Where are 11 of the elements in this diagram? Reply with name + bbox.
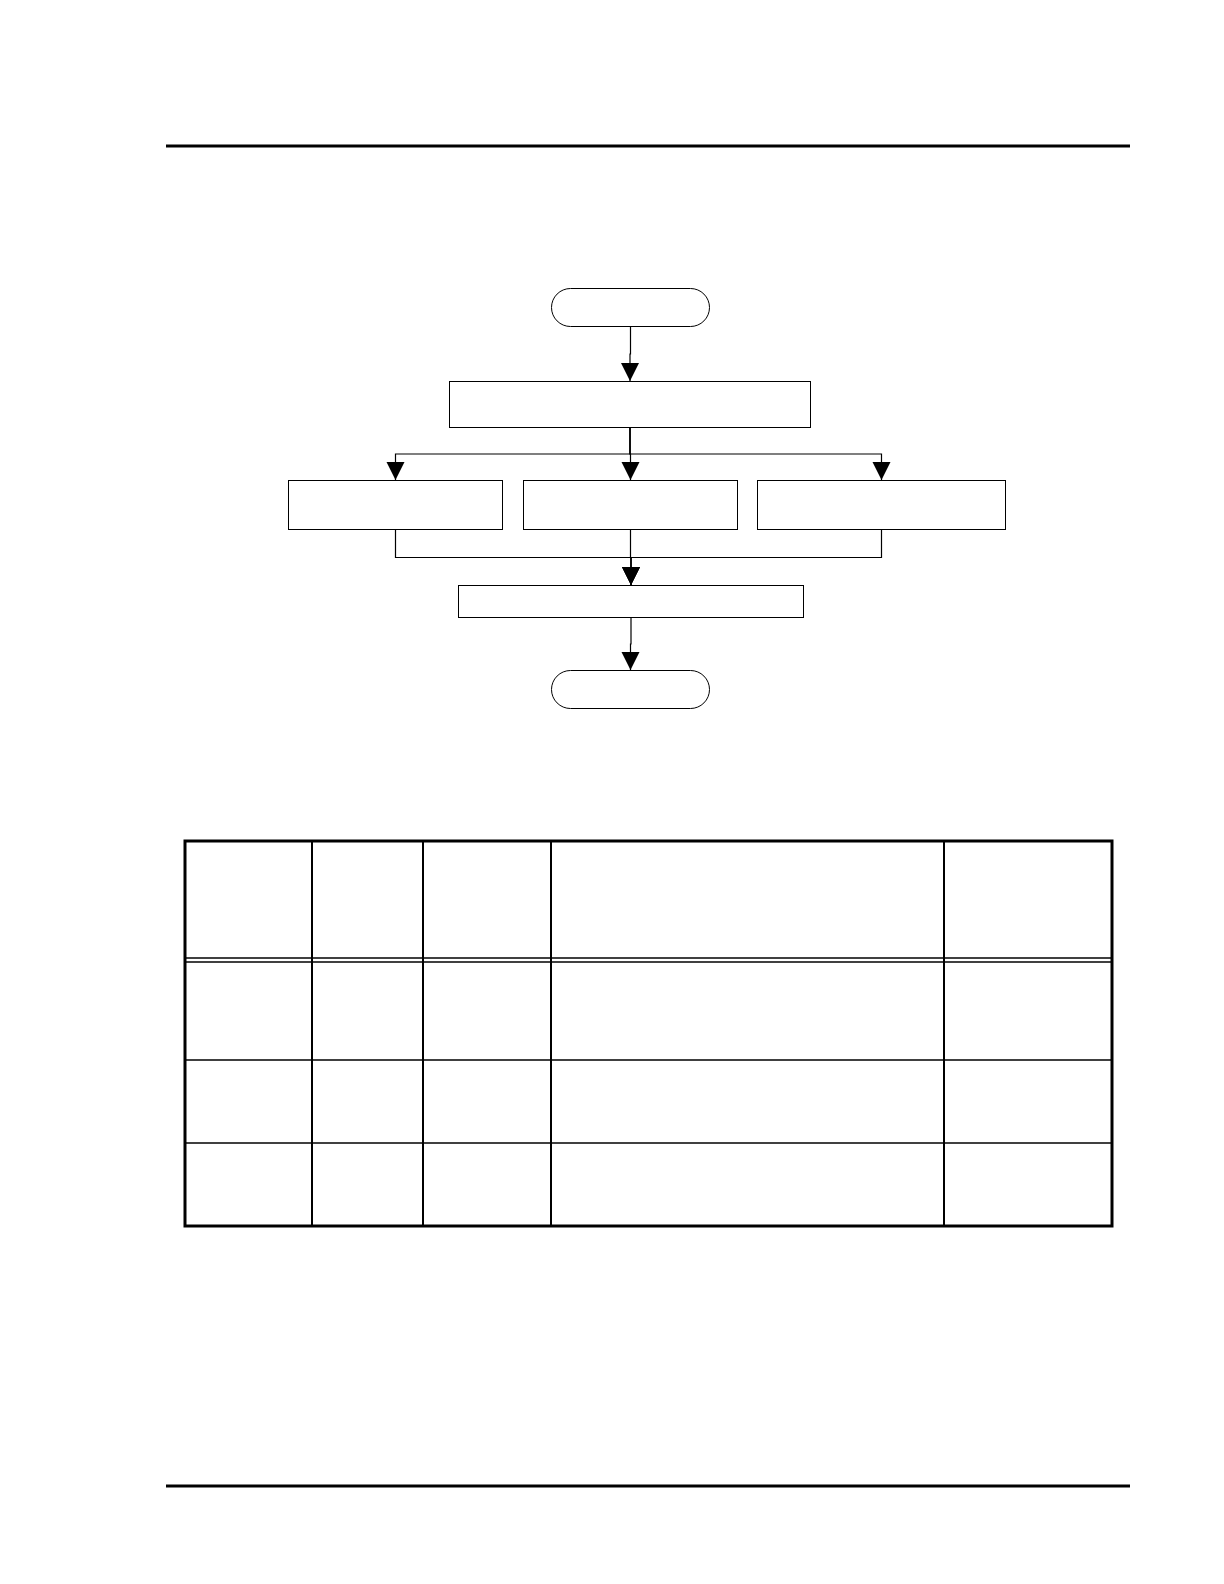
- arrow: [629, 427, 891, 481]
- arrow: [621, 617, 640, 671]
- terminal-shape: [551, 288, 710, 327]
- arrow: [621, 326, 639, 382]
- process-box: [458, 585, 804, 618]
- arrow: [622, 529, 883, 586]
- process-box: [288, 480, 503, 530]
- process-box: [757, 480, 1006, 530]
- process-box: [523, 480, 738, 530]
- process-box: [449, 381, 811, 428]
- terminal-shape: [551, 670, 710, 709]
